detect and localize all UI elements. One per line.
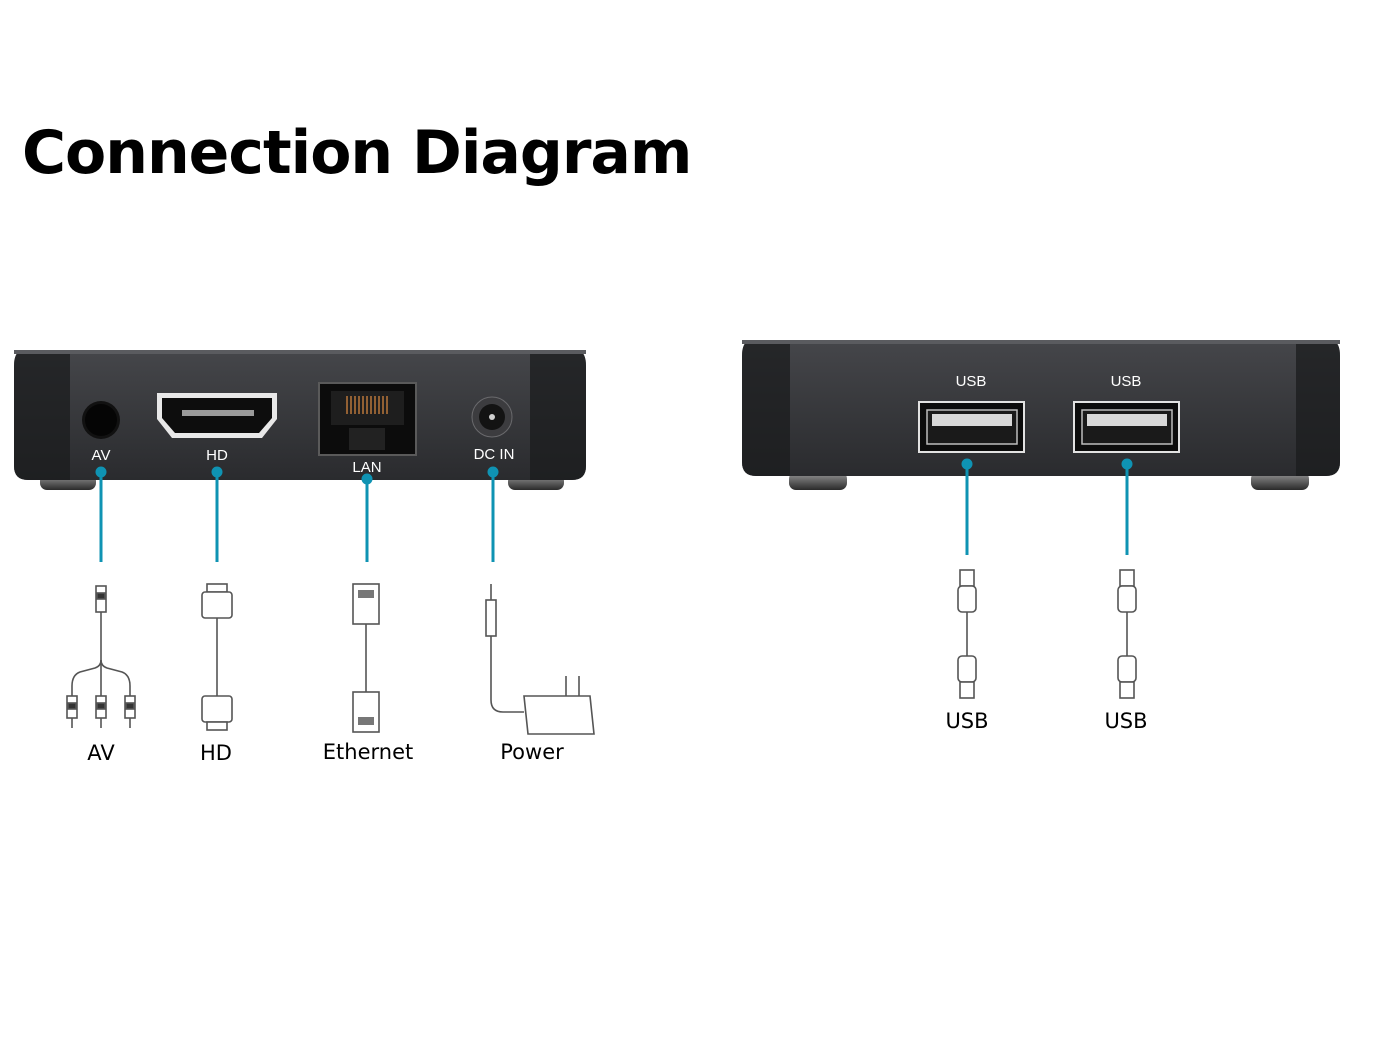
port-label-usb-2: USB bbox=[1111, 373, 1142, 390]
device-foot bbox=[789, 472, 847, 490]
dc-in-port bbox=[471, 396, 513, 438]
cable-label-usb-1: USB bbox=[945, 709, 988, 733]
port-label-hd: HD bbox=[206, 447, 228, 464]
usb-cable-icon bbox=[1117, 569, 1137, 699]
ethernet-cable-icon bbox=[352, 583, 380, 733]
cable-label-ethernet: Ethernet bbox=[323, 740, 413, 764]
power-adapter-icon bbox=[485, 584, 595, 735]
cable-label-usb-2: USB bbox=[1104, 709, 1147, 733]
back-panel-device: AV HD LAN DC IN bbox=[14, 350, 586, 490]
back-connector-lines bbox=[95, 466, 499, 562]
page-title: Connection Diagram bbox=[22, 118, 692, 188]
port-label-usb-1: USB bbox=[956, 373, 987, 390]
av-port bbox=[82, 401, 120, 439]
usb-port-2 bbox=[1073, 401, 1180, 453]
cable-label-hd: HD bbox=[200, 741, 232, 765]
device-foot bbox=[1251, 472, 1309, 490]
cable-label-power: Power bbox=[500, 740, 564, 764]
lan-port bbox=[318, 382, 417, 456]
side-panel-device: USB USB bbox=[742, 340, 1340, 490]
port-label-av: AV bbox=[92, 447, 111, 464]
hdmi-cable-icon bbox=[201, 583, 233, 731]
device-body bbox=[742, 340, 1340, 476]
port-label-lan: LAN bbox=[352, 459, 381, 476]
rca-av-cable-icon bbox=[66, 585, 136, 728]
device-body bbox=[14, 350, 586, 480]
usb-cable-icon bbox=[957, 569, 977, 699]
usb-port-1 bbox=[918, 401, 1025, 453]
cable-label-av: AV bbox=[87, 741, 115, 765]
side-connector-lines bbox=[961, 458, 1133, 555]
port-label-dc-in: DC IN bbox=[474, 446, 515, 463]
hdmi-port bbox=[157, 393, 277, 438]
